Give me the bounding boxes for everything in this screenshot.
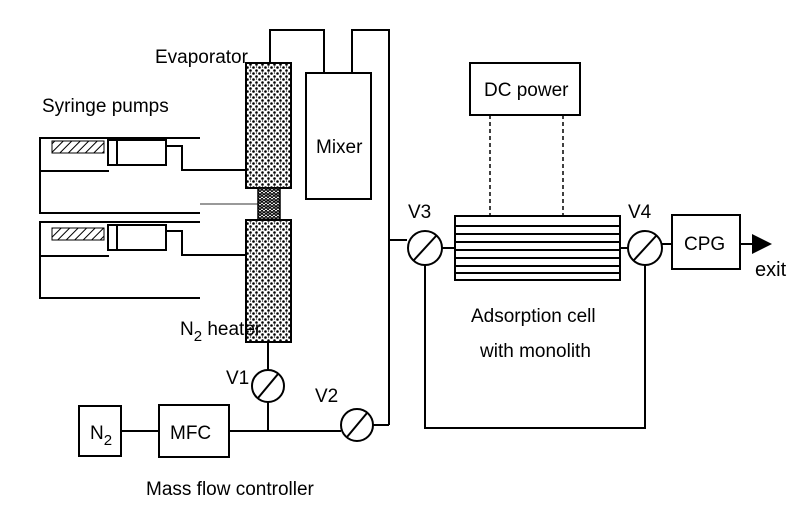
syringe-pump-bottom (39, 221, 246, 299)
v2-label: V2 (315, 386, 338, 407)
n2-heater-label: N2 heater (180, 319, 262, 345)
adsorption-cell-label-2: with monolith (479, 341, 591, 362)
dc-power-label: DC power (484, 80, 569, 101)
n2-source-label: N2 (90, 423, 112, 449)
mixer-to-cell-line (351, 29, 407, 241)
bypass-line (424, 265, 646, 429)
adsorption-cell-label: Adsorption cell (471, 306, 596, 327)
v1-label: V1 (226, 368, 249, 389)
cpg (671, 214, 741, 270)
evaporator-to-mixer-line (269, 29, 325, 73)
syringe-pumps-label: Syringe pumps (42, 96, 169, 117)
adsorption-cell (454, 215, 621, 281)
n2-source (78, 405, 122, 457)
evaporator-connector (257, 187, 281, 221)
mixer-label: Mixer (316, 137, 363, 158)
adsorption-section: DC power V3 Adsorption cell with monolit… (407, 62, 787, 429)
valve-v4 (627, 230, 663, 266)
valve-v2 (340, 408, 374, 442)
v3-label: V3 (408, 202, 431, 223)
mixer (305, 72, 372, 200)
syringe-pumps: Syringe pumps (39, 96, 259, 299)
mfc (158, 404, 230, 458)
evaporator (245, 62, 292, 189)
valve-v3 (407, 230, 443, 266)
v4-label: V4 (628, 202, 652, 223)
mixer-unit: Mixer (269, 29, 407, 241)
mfc-label: MFC (170, 423, 211, 444)
exit-label: exit (755, 259, 787, 281)
gas-feed: N2 MFC Mass flow controller V1 V2 (78, 240, 390, 500)
mass-flow-controller-label: Mass flow controller (146, 479, 315, 500)
evaporator-label: Evaporator (155, 47, 249, 68)
evaporator-column: Evaporator N2 heater (155, 47, 292, 345)
n2-heater (245, 219, 292, 343)
valve-v1 (251, 369, 285, 403)
cpg-label: CPG (684, 234, 725, 255)
syringe-pump-top (39, 137, 246, 214)
dc-power (469, 62, 581, 116)
